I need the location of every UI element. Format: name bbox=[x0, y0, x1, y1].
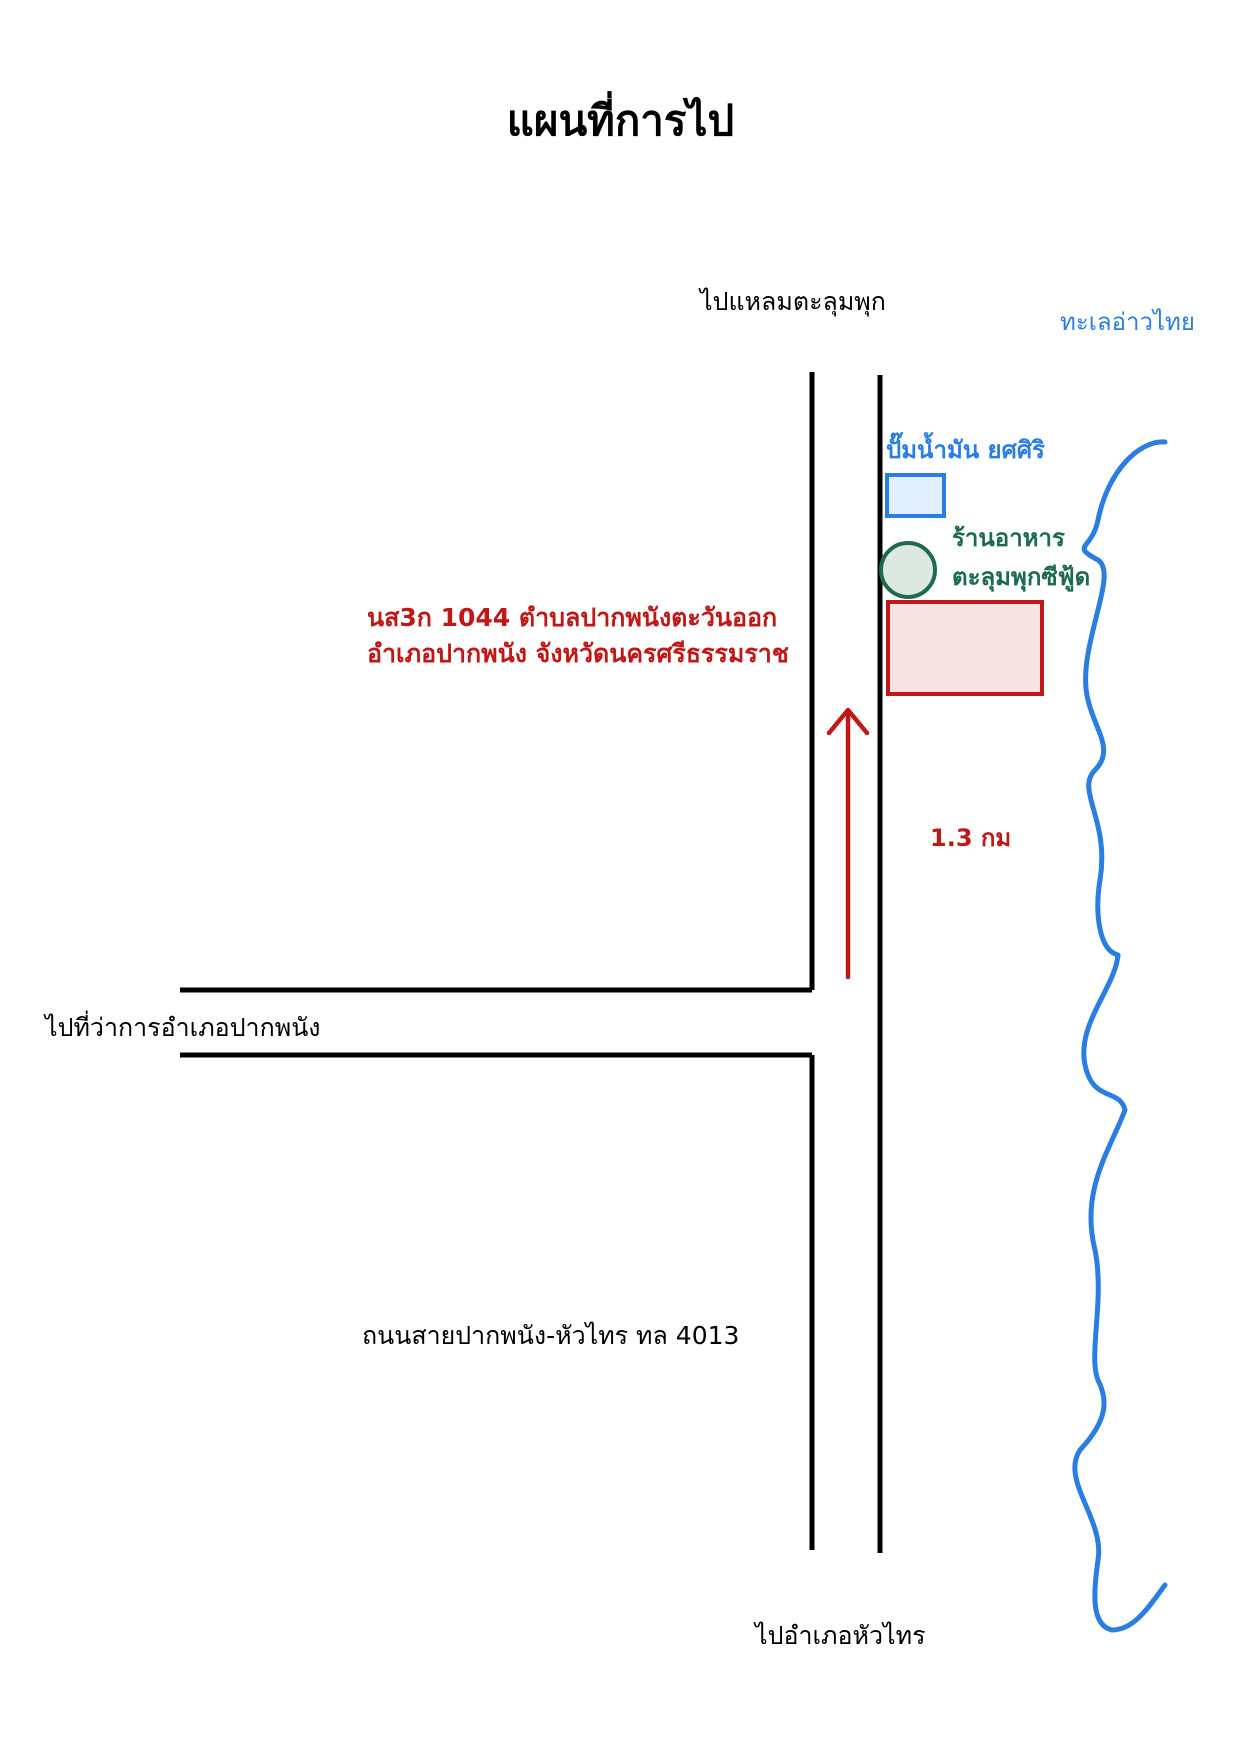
gas-station-label: ปั๊มน้ำมัน ยศศิริ bbox=[886, 436, 1045, 464]
restaurant-label-line1: ร้านอาหาร bbox=[952, 524, 1065, 552]
property-marker bbox=[886, 600, 1044, 696]
page-title: แผนที่การไป bbox=[506, 96, 735, 145]
west-direction-label: ไปที่ว่าการอำเภอปากพนัง bbox=[45, 1013, 321, 1042]
address-line1: นส3ก 1044 ตำบลปากพนังตะวันออก bbox=[367, 603, 778, 632]
route-arrow-head bbox=[826, 707, 870, 736]
sea-label: ทะเลอ่าวไทย bbox=[1060, 308, 1195, 336]
gas-station-marker bbox=[885, 473, 946, 518]
distance-label: 1.3 กม bbox=[930, 824, 1012, 852]
restaurant-marker bbox=[879, 541, 937, 599]
north-direction-label: ไปแหลมตะลุมพุก bbox=[700, 287, 886, 316]
south-direction-label: ไปอำเภอหัวไทร bbox=[755, 1621, 926, 1650]
address-line2: อำเภอปากพนัง จังหวัดนครศรีธรรมราช bbox=[367, 639, 789, 668]
restaurant-label-line2: ตะลุมพุกซีฟู้ด bbox=[952, 563, 1091, 591]
road-name-label: ถนนสายปากพนัง-หัวไทร ทล 4013 bbox=[362, 1321, 740, 1350]
coastline bbox=[1072, 439, 1168, 1633]
